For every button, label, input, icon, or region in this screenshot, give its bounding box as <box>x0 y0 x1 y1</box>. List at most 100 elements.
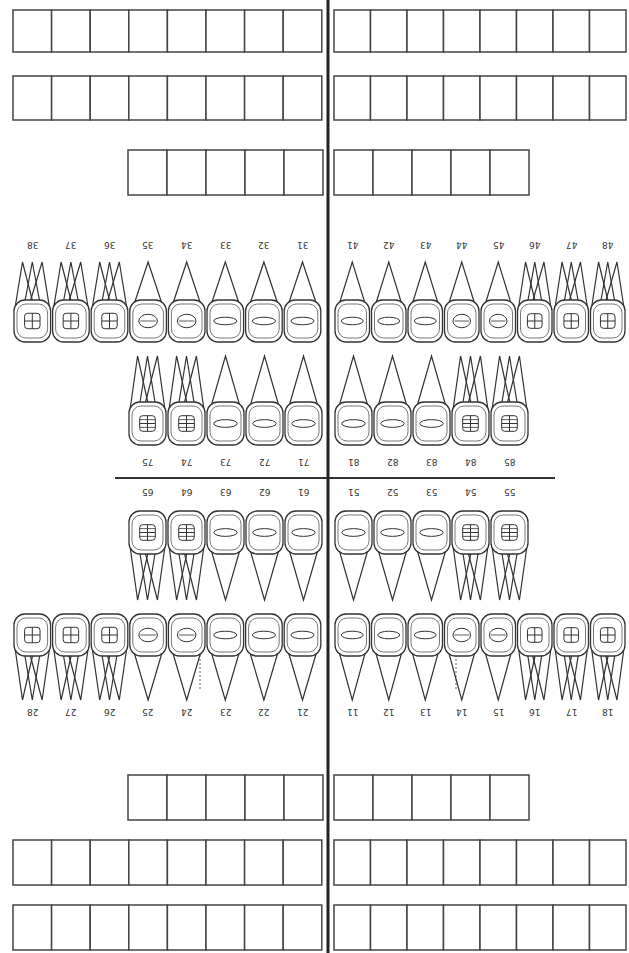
crown-contour <box>557 304 586 338</box>
record-box <box>206 150 245 195</box>
record-box <box>407 840 444 885</box>
fissure <box>454 321 469 322</box>
fissure <box>186 416 187 432</box>
tooth-number: 73 <box>220 457 231 467</box>
tooth <box>246 614 283 700</box>
fissure <box>140 427 156 428</box>
incisal-edge <box>414 317 436 325</box>
fissure <box>179 419 195 420</box>
tooth <box>53 262 90 342</box>
record-box <box>283 76 322 120</box>
tooth-number: 55 <box>504 487 515 497</box>
record-box <box>245 775 284 820</box>
crown-contour <box>557 618 586 652</box>
tooth-number: 12 <box>383 707 394 717</box>
crown-contour <box>288 515 319 550</box>
crown-contour <box>377 515 408 550</box>
crown-contour <box>56 304 87 338</box>
fissure <box>502 419 518 420</box>
tooth-number: 18 <box>602 707 613 717</box>
tooth-number: 64 <box>181 487 192 497</box>
crown-contour <box>17 618 48 652</box>
incisal-edge <box>214 529 237 537</box>
incisal-edge <box>292 529 315 537</box>
tooth-number: 37 <box>65 240 76 250</box>
record-box <box>334 840 371 885</box>
occlusal-surface <box>527 314 542 329</box>
record-box <box>373 150 412 195</box>
record-box <box>334 775 373 820</box>
tooth <box>284 614 321 700</box>
tooth-number: 47 <box>566 240 577 250</box>
tooth-number: 65 <box>142 487 153 497</box>
crown-contour <box>94 304 125 338</box>
tooth-crown <box>554 300 589 342</box>
record-box <box>373 775 412 820</box>
tooth-crown <box>246 402 283 445</box>
tooth-crown <box>372 614 407 656</box>
tooth-number: 25 <box>142 707 153 717</box>
tooth <box>335 356 372 445</box>
crown-contour <box>594 618 623 652</box>
record-box <box>284 150 323 195</box>
tooth-crown <box>168 402 205 445</box>
occlusal-surface <box>140 525 156 541</box>
tooth-crown <box>452 511 489 554</box>
record-box <box>245 150 284 195</box>
record-box <box>283 840 322 885</box>
tooth-number: 74 <box>181 457 192 467</box>
occlusal-surface <box>25 313 40 328</box>
record-box <box>167 775 206 820</box>
tooth <box>408 614 443 700</box>
incisal-edge <box>414 631 436 639</box>
fissure <box>571 314 572 329</box>
fissure <box>32 627 33 642</box>
tooth <box>14 614 51 700</box>
tooth-crown <box>491 402 528 445</box>
record-box <box>52 10 91 52</box>
tooth-crown <box>335 614 370 656</box>
crown-contour <box>416 515 447 550</box>
tooth-crown <box>554 614 589 656</box>
record-box <box>167 150 206 195</box>
crown-contour <box>377 406 408 441</box>
record-box <box>480 840 517 885</box>
record-box <box>480 10 517 52</box>
fissure <box>607 628 608 643</box>
fissure <box>70 313 71 328</box>
tooth-number: 52 <box>387 487 398 497</box>
tooth <box>491 511 528 600</box>
arch-divider <box>115 477 555 479</box>
tooth-crown <box>53 300 90 342</box>
tooth-number: 34 <box>181 240 192 250</box>
record-box <box>451 150 490 195</box>
tooth <box>374 356 411 445</box>
fissure <box>179 635 194 636</box>
crown-contour <box>287 618 318 652</box>
tooth <box>207 262 244 342</box>
tooth <box>91 614 128 700</box>
tooth-crown <box>130 300 167 342</box>
crown-contour <box>448 618 477 652</box>
tooth-crown <box>129 511 166 554</box>
occlusal-surface <box>177 628 196 641</box>
tooth-number: 16 <box>529 707 540 717</box>
record-box <box>206 76 245 120</box>
record-box <box>13 10 52 52</box>
tooth-number: 13 <box>420 707 431 717</box>
fissure <box>32 313 33 328</box>
record-box <box>167 840 206 885</box>
tooth-crown <box>168 511 205 554</box>
fissure <box>140 528 156 529</box>
fissure <box>109 313 110 328</box>
crown-contour <box>448 304 477 338</box>
tooth-number: 75 <box>142 457 153 467</box>
tooth-crown <box>207 402 244 445</box>
crown-contour <box>210 618 241 652</box>
tooth-crown <box>168 614 205 656</box>
tooth-number: 62 <box>259 487 270 497</box>
fissure <box>140 419 156 420</box>
tooth-number: 84 <box>465 457 476 467</box>
tooth-crown <box>374 511 411 554</box>
tooth-number: 53 <box>426 487 437 497</box>
